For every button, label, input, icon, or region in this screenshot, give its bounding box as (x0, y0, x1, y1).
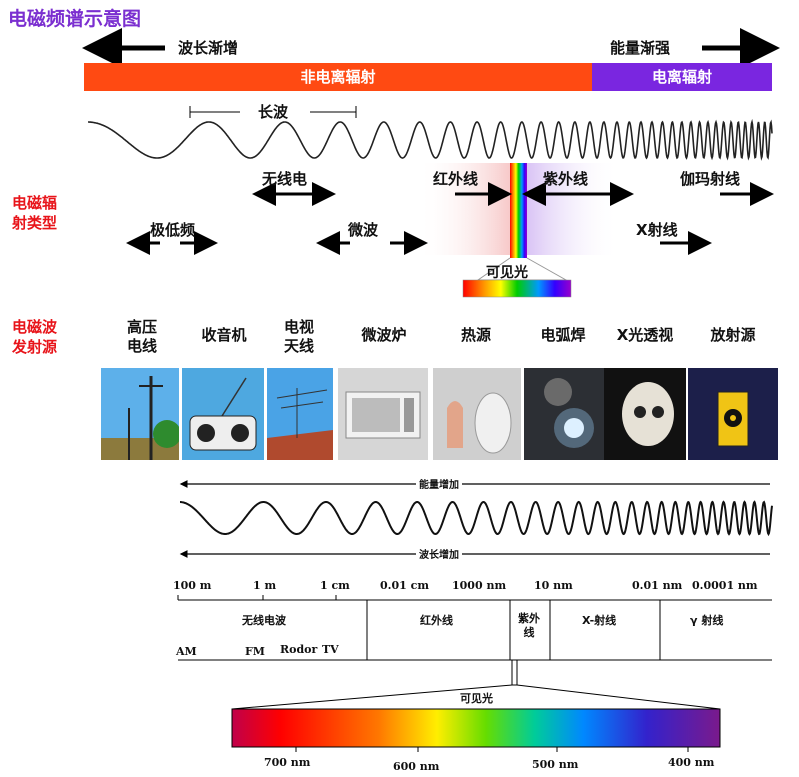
tv-antenna-image (267, 368, 333, 460)
tick-100m: 100 m (173, 579, 212, 592)
heat-source-image (433, 368, 521, 460)
sub-radar: Rodor (280, 643, 318, 656)
visible-light-label: 可见光 (486, 265, 528, 281)
source-xray-imaging: X光透视 (616, 326, 674, 344)
vis-tick-400nm: 400 nm (668, 756, 715, 769)
radioactive-source-image (688, 368, 778, 460)
source-radioactive: 放射源 (710, 326, 756, 344)
vis-tick-600nm: 600 nm (393, 760, 440, 773)
radiation-types-label: 电磁辐射类型 (12, 194, 58, 232)
visible-spectrum-label: 可见光 (460, 692, 493, 705)
tick-0-01cm: 0.01 cm (380, 579, 429, 592)
microwave-label: 微波 (348, 221, 379, 239)
tick-1cm: 1 cm (320, 579, 350, 592)
tick-1000nm: 1000 nm (452, 579, 507, 592)
ionizing-band: 电离辐射 (592, 63, 772, 91)
source-radio: 收音机 (201, 326, 247, 344)
ultraviolet-label: 紫外线 (543, 170, 589, 188)
sub-fm: FM (245, 645, 265, 658)
source-heat: 热源 (460, 326, 491, 344)
tick-10nm: 10 nm (534, 579, 573, 592)
power-line-image (101, 368, 179, 460)
page-title: 电磁频谱示意图 (8, 8, 142, 30)
source-power-line: 高压电线 (126, 318, 157, 355)
non-ionizing-band: 非电离辐射 (84, 63, 592, 91)
wavelength-increase-arrow-label: 波长增加 (416, 546, 462, 561)
long-wave-label: 长波 (258, 103, 289, 121)
sub-tv: TV (322, 643, 339, 656)
sources-label: 电磁波发射源 (12, 318, 58, 356)
region-gamma: γ 射线 (690, 614, 724, 627)
gamma-label: 伽玛射线 (680, 170, 741, 188)
xray-image (604, 368, 686, 460)
vis-tick-700nm: 700 nm (264, 756, 311, 769)
xray-label: X射线 (636, 221, 678, 239)
energy-increase-arrow-label: 能量增加 (416, 476, 462, 491)
source-tv-antenna: 电视天线 (283, 318, 314, 355)
infrared-label: 红外线 (433, 170, 479, 188)
elf-label: 极低频 (150, 221, 196, 239)
tick-1m: 1 m (253, 579, 277, 592)
energy-increase-label: 能量渐强 (610, 39, 671, 57)
tick-0-01nm: 0.01 nm (632, 579, 683, 592)
wavelength-increase-label: 波长渐增 (178, 39, 239, 57)
region-ultraviolet: 紫外线 (518, 612, 540, 639)
radio-label: 无线电 (262, 170, 308, 188)
sub-am: AM (176, 645, 197, 658)
source-microwave-oven: 微波炉 (361, 326, 407, 344)
region-infrared: 红外线 (420, 614, 453, 627)
region-radio: 无线电波 (242, 614, 286, 627)
tick-0-0001nm: 0.0001 nm (692, 579, 758, 592)
source-arc-welding: 电弧焊 (540, 326, 586, 344)
radio-image (182, 368, 264, 460)
arc-welding-image (524, 368, 604, 460)
vis-tick-500nm: 500 nm (532, 758, 579, 771)
region-xray: X-射线 (582, 614, 617, 627)
microwave-oven-image (338, 368, 428, 460)
